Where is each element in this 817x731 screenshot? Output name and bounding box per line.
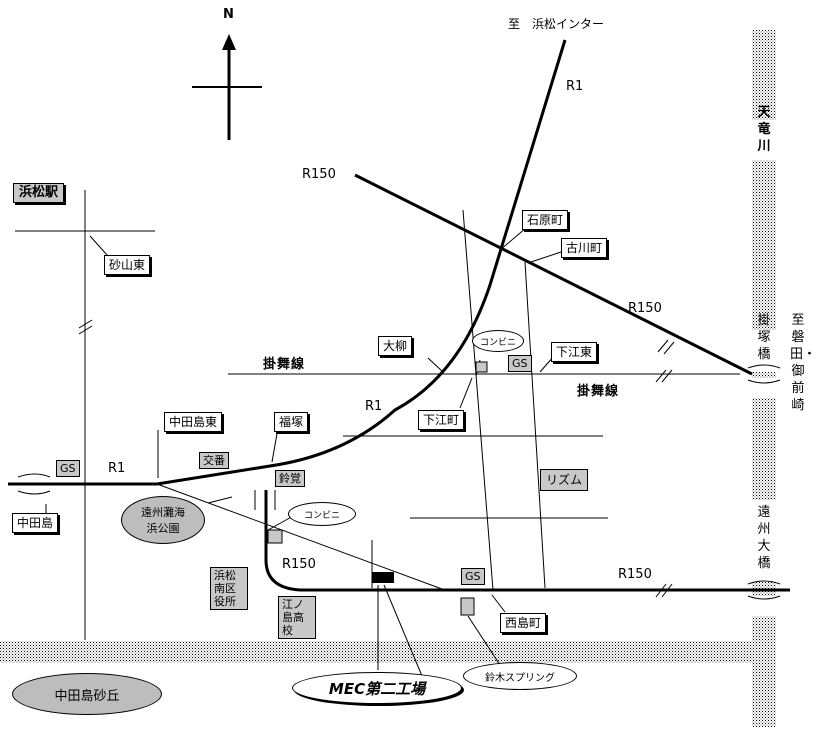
road-label-kakemai: 掛舞線 bbox=[263, 357, 306, 372]
landmark-koban: 交番 bbox=[199, 452, 229, 469]
landmark-rhythm: リズム bbox=[540, 469, 589, 491]
mec-factory-marker bbox=[372, 572, 394, 583]
road-label-r1: R1 bbox=[365, 399, 383, 414]
landmark-park: 遠州灘海浜公園 bbox=[121, 496, 205, 544]
major-roads bbox=[8, 39, 790, 592]
intersection-shimoe-higashi: 下江東 bbox=[551, 342, 598, 362]
intersection-nishijimacho: 西島町 bbox=[500, 613, 547, 633]
road-label-r150: R150 bbox=[628, 301, 662, 316]
intersection-furukawacho: 古川町 bbox=[561, 238, 608, 258]
intersection-sunayama-higashi: 砂山東 bbox=[104, 255, 151, 275]
coastline bbox=[0, 641, 752, 663]
intersection-oyanagi: 大柳 bbox=[378, 336, 413, 356]
intersection-shimoecho: 下江町 bbox=[418, 410, 465, 430]
intersection-nakatajima-higashi: 中田島東 bbox=[164, 412, 223, 432]
landmark-dunes: 中田島砂丘 bbox=[12, 673, 162, 715]
gas-station: GS bbox=[508, 355, 532, 372]
bridge-label-kakezuka: 掛塚橋 bbox=[757, 313, 771, 362]
road-label-r150: R150 bbox=[302, 167, 336, 182]
conbini-marker bbox=[267, 529, 283, 544]
gas-station: GS bbox=[461, 568, 485, 585]
conbini-label: コンビニ bbox=[472, 330, 524, 352]
target-mec-factory: MEC第二工場 bbox=[292, 672, 462, 704]
bridge-label-enshu: 遠州大橋 bbox=[757, 505, 771, 571]
to-interchange-label: 至 浜松インター bbox=[508, 17, 605, 31]
north-arrow-icon bbox=[192, 34, 262, 140]
road-break-marks bbox=[78, 319, 675, 598]
road-label-r150: R150 bbox=[282, 557, 316, 572]
bridge-marks bbox=[17, 364, 781, 600]
building-marker bbox=[460, 597, 475, 616]
intersection-nakatajima: 中田島 bbox=[12, 513, 59, 533]
road-label-r150: R150 bbox=[618, 567, 652, 582]
station-hamamatsu: 浜松駅 bbox=[13, 183, 65, 203]
intersection-fukuzuka: 福塚 bbox=[274, 412, 309, 432]
intersection-ishiharacho: 石原町 bbox=[522, 210, 569, 230]
landmark-suzukaku: 鈴覚 bbox=[275, 470, 305, 487]
landmark-enoshima-hs: 江ノ島高校 bbox=[278, 596, 316, 639]
conbini-label: コンビニ bbox=[288, 502, 356, 526]
road-label-r1: R1 bbox=[108, 461, 126, 476]
to-iwata-label: 至磐田・御前崎 bbox=[790, 313, 817, 413]
conbini-marker bbox=[475, 361, 488, 373]
river-label: 天竜川 bbox=[757, 105, 771, 154]
gas-station: GS bbox=[56, 460, 80, 477]
landmark-suzuki-spring: 鈴木スプリング bbox=[463, 662, 577, 690]
north-label: N bbox=[223, 7, 234, 22]
road-label-r1: R1 bbox=[566, 79, 584, 94]
landmark-ward-office: 浜松南区役所 bbox=[210, 567, 248, 610]
road-label-kakemai: 掛舞線 bbox=[577, 384, 620, 399]
